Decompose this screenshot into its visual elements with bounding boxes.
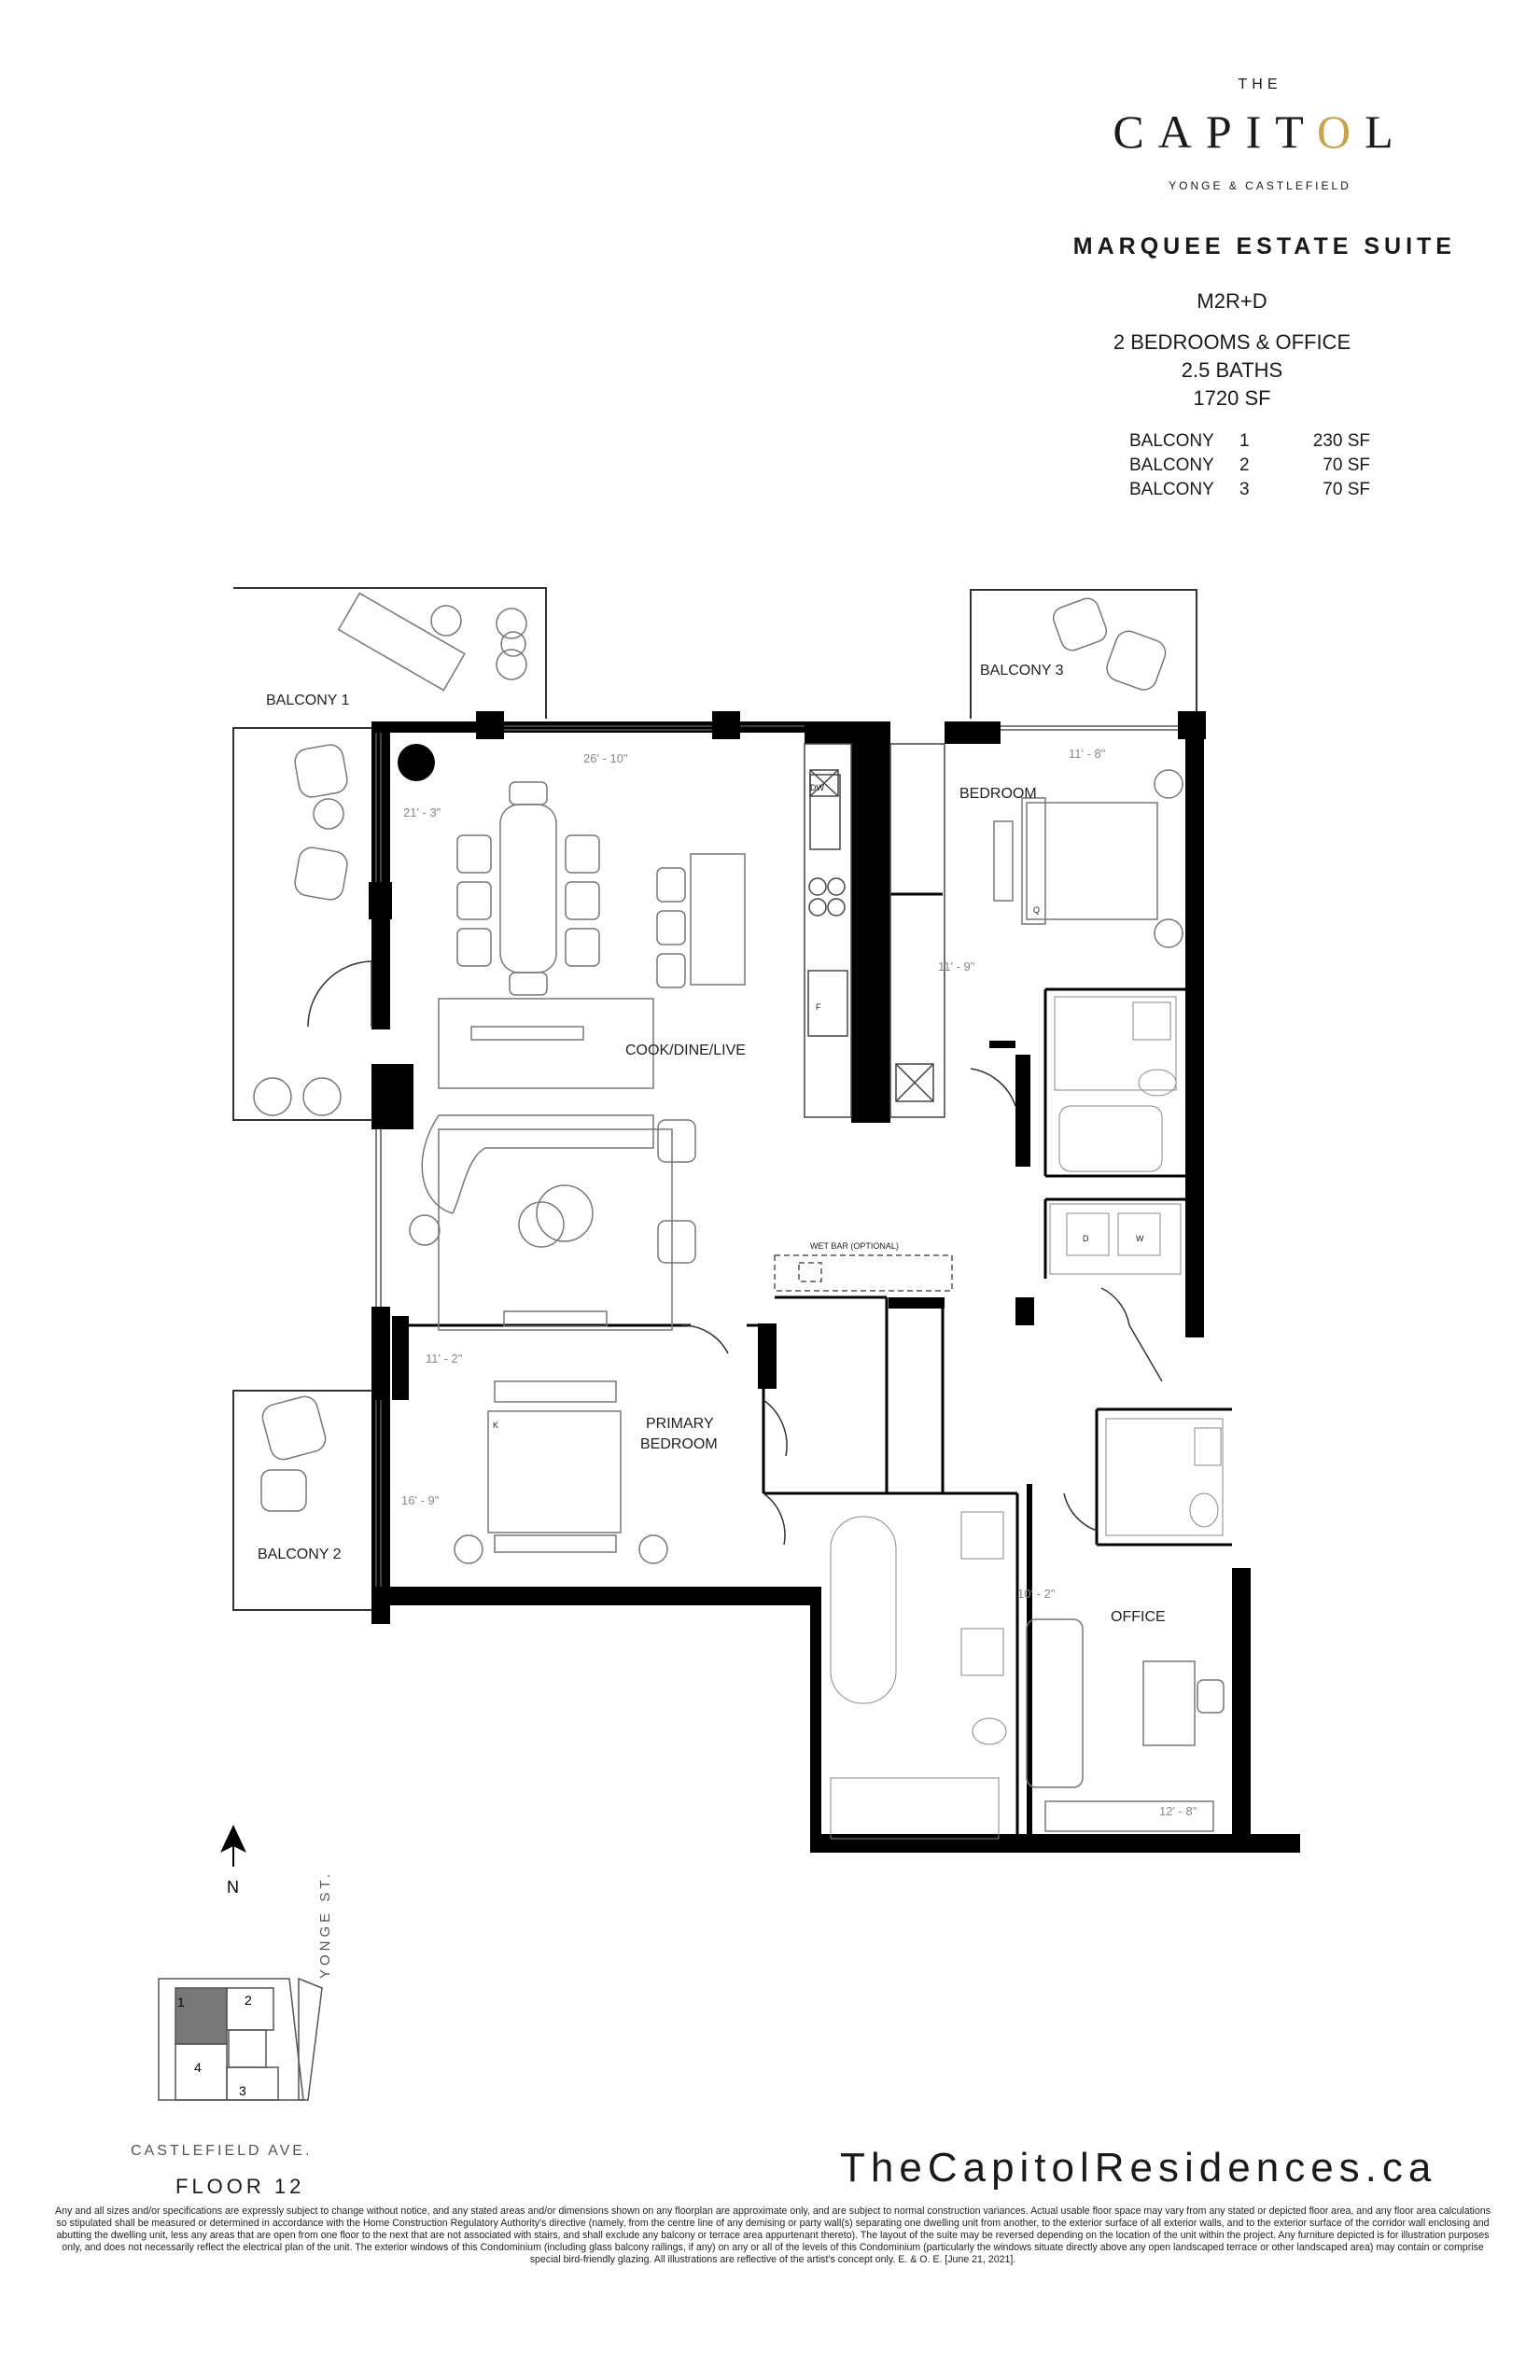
bedroom-label: BEDROOM [959,786,1037,802]
key-plan [158,1977,323,2101]
dim-bedroom-depth: 11' - 9" [938,959,975,973]
keyplan-unit-3: 3 [239,2083,246,2098]
brand-name-part: CAPIT [1113,105,1317,158]
kitchen-island [656,853,746,988]
balcony-size: 70 SF [1323,480,1370,499]
keyplan-unit-2: 2 [245,1993,252,2008]
powder-room-fixtures [1105,1418,1224,1536]
primary-ensuite-fixtures [830,1511,1007,1840]
balcony-index: 3 [1239,480,1250,499]
bedroom-furniture [993,769,1183,948]
street-label-yonge: YONGE ST. [317,1869,333,1979]
brand-the: THE [1238,77,1282,92]
brand-logo: CAPITOL [1083,105,1437,159]
balcony-row: BALCONY 3 70 SF [1129,478,1372,502]
office-label: OFFICE [1111,1609,1166,1625]
balcony-table: BALCONY 1 230 SF BALCONY 2 70 SF BALCONY… [1129,429,1372,502]
ensuite-fixtures [1049,996,1182,1275]
exterior-walls [369,711,1300,1853]
dryer-label: D [1083,1234,1089,1243]
primary-bedroom-label-1: PRIMARY [646,1416,714,1432]
balcony-row: BALCONY 2 70 SF [1129,454,1372,478]
keyplan-unit-4: 4 [194,2060,202,2075]
balcony-2-outline [232,1390,371,1611]
dim-primary-width: 11' - 2" [426,1351,463,1365]
balcony-row: BALCONY 1 230 SF [1129,429,1372,454]
street-label-castlefield: CASTLEFIELD AVE. [131,2143,313,2159]
dining-table [456,781,600,996]
primary-bedroom-label-2: BEDROOM [640,1436,718,1452]
cook-dine-live-label: COOK/DINE/LIVE [625,1043,746,1058]
windows [375,725,1178,1587]
balcony-size: 230 SF [1312,431,1370,451]
balcony-3-label: BALCONY 3 [980,663,1064,679]
keyplan-unit-1: 1 [177,1995,185,2009]
dim-primary-depth: 16' - 9" [401,1493,440,1507]
living-furniture [409,998,696,1331]
office-furniture [1026,1618,1225,1832]
suite-title: MARQUEE ESTATE SUITE [1072,233,1456,259]
wet-bar [774,1254,953,1292]
column [398,744,435,781]
suite-info: 2 BEDROOMS & OFFICE 2.5 BATHS 1720 SF [1064,329,1400,413]
north-label: N [227,1878,239,1897]
suite-bedrooms: 2 BEDROOMS & OFFICE [1113,330,1351,354]
balcony-size: 70 SF [1323,455,1370,475]
bed-k-label: K [493,1421,498,1430]
balcony-name: BALCONY [1129,480,1214,499]
kitchen-counter [804,743,945,1118]
primary-bedroom-furniture [454,1380,668,1564]
interior-walls [392,892,1232,1848]
bed-q-label: Q [1033,905,1040,915]
suite-code: M2R+D [1197,289,1267,313]
balcony-index: 2 [1239,455,1250,475]
suite-baths: 2.5 BATHS [1181,358,1283,382]
brand-name-part: L [1365,105,1407,158]
floor-label: FLOOR 12 [175,2175,305,2198]
balcony-3-outline [970,589,1197,719]
north-arrow-icon [220,1825,246,1867]
suite-area: 1720 SF [1193,386,1271,410]
balcony-name: BALCONY [1129,455,1214,475]
disclaimer-text: Any and all sizes and/or specifications … [55,2205,1491,2265]
washer-label: W [1136,1234,1144,1243]
dim-office-depth: 12' - 8" [1159,1804,1197,1818]
interior-wall-fills [889,1041,1032,1848]
brand-tagline: YONGE & CASTLEFIELD [1169,179,1351,192]
door-swings [307,960,1163,1546]
dim-office-width: 10' - 2" [1017,1587,1056,1601]
balcony-1-outline [232,587,547,1121]
fridge-label: F [816,1002,821,1012]
balcony-name: BALCONY [1129,431,1214,451]
dishwasher-label: DW [810,783,824,792]
dim-living-depth: 21' - 3" [403,805,441,819]
balcony-2-label: BALCONY 2 [258,1547,342,1562]
wet-bar-label: WET BAR (OPTIONAL) [810,1241,899,1251]
dim-bedroom-width: 11' - 8" [1069,747,1106,761]
balcony-furniture [253,592,1167,1512]
dim-living-width: 26' - 10" [583,751,628,765]
brand-name-accent: O [1316,105,1365,158]
website-link[interactable]: TheCapitolResidences.ca [840,2145,1437,2191]
balcony-1-label: BALCONY 1 [266,693,350,708]
balcony-index: 1 [1239,431,1250,451]
